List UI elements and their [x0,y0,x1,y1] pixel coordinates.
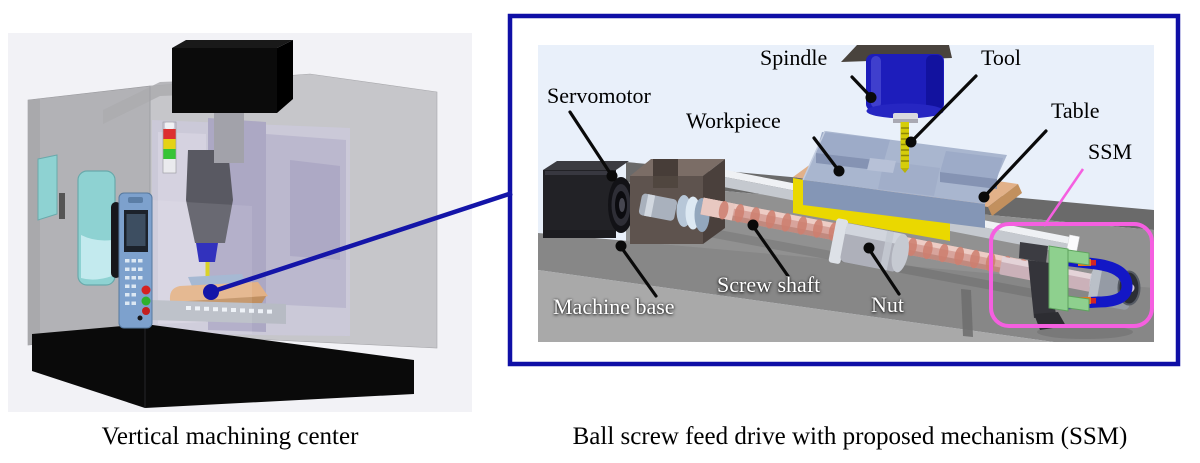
label-spindle: Spindle [760,45,828,70]
ssm-mechanism [961,242,1141,339]
label-machine-base: Machine base [553,294,675,319]
pendant-screen [126,214,146,246]
ssm-highlight [989,168,1154,328]
label-tool: Tool [981,45,1022,70]
door-handle [59,193,65,219]
caption-right: Ball screw feed drive with proposed mech… [572,423,1128,450]
zoom-connector [203,190,513,300]
tool-graphic [900,122,909,173]
signal-tower [162,121,177,174]
machine-spindle-head [186,150,233,243]
leader-line-tool [909,74,978,144]
leader-line-nut [867,247,901,296]
label-table: Table [1051,98,1100,123]
leader-dots [606,92,990,254]
caption-left: Vertical machining center [101,423,359,450]
leader-line-machine-base [619,245,658,298]
leader-lines [568,74,1048,298]
leader-line-servomotor [568,110,614,178]
leader-line-ssm [1042,168,1085,227]
coupling-graphic [638,193,710,232]
machine-black-base [32,324,414,408]
label-servomotor: Servomotor [547,83,651,108]
label-ssm: SSM [1088,139,1133,164]
label-workpiece: Workpiece [686,108,781,133]
leader-line-table [982,129,1048,199]
control-pendant [111,192,153,329]
leader-line-screw-shaft [751,224,790,278]
machine-base-graphic [538,233,1154,342]
spindle-graphic [841,45,952,123]
machine-window-small [37,154,58,221]
servomotor-graphic [543,161,634,238]
label-screw-shaft: Screw shaft [717,272,821,297]
machine-top-unit [172,40,293,163]
detail-callout-box [507,13,1181,367]
leader-line-workpiece [812,136,841,173]
feed-drive-photo [538,45,1154,342]
ssm-highlight-box [989,222,1154,328]
label-nut: Nut [871,292,904,317]
machine-photo [8,33,472,412]
